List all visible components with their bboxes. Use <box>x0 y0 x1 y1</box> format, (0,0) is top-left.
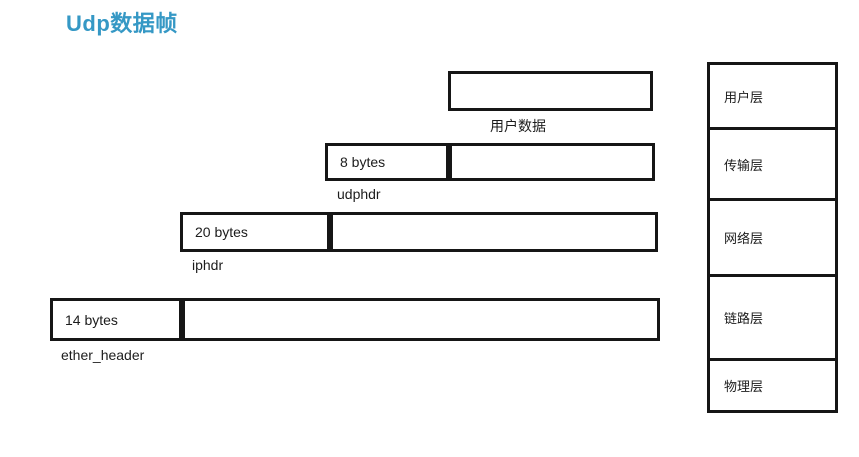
layer-physical-label: 物理层 <box>724 379 764 394</box>
layer-link: 链路层 <box>710 277 835 361</box>
iphdr-data-box <box>330 212 658 252</box>
layer-physical: 物理层 <box>710 361 835 410</box>
udphdr-size-text: 8 bytes <box>340 154 386 170</box>
layer-link-label: 链路层 <box>724 311 764 326</box>
ether-header-size-text: 14 bytes <box>65 311 118 328</box>
iphdr-size-text: 20 bytes <box>195 224 248 240</box>
user-data-label: 用户数据 <box>490 118 546 134</box>
layer-network-label: 网络层 <box>724 231 764 246</box>
ether-header-label: ether_header <box>61 347 145 363</box>
iphdr-label: iphdr <box>192 257 224 273</box>
ether-header-data-box <box>182 298 660 341</box>
layer-user: 用户层 <box>710 65 835 130</box>
udphdr-header-box: 8 bytes <box>325 143 449 181</box>
layer-transport: 传输层 <box>710 130 835 201</box>
layer-user-label: 用户层 <box>724 89 764 105</box>
diagram-title: Udp数据帧 <box>66 11 178 36</box>
layer-network: 网络层 <box>710 201 835 277</box>
udphdr-data-box <box>449 143 655 181</box>
layer-stack: 用户层 传输层 网络层 链路层 物理层 <box>707 62 838 413</box>
iphdr-header-box: 20 bytes <box>180 212 330 252</box>
ether-header-header-box: 14 bytes <box>50 298 182 341</box>
user-data-box <box>448 71 653 111</box>
layer-transport-label: 传输层 <box>724 157 764 173</box>
udphdr-label: udphdr <box>337 186 381 202</box>
